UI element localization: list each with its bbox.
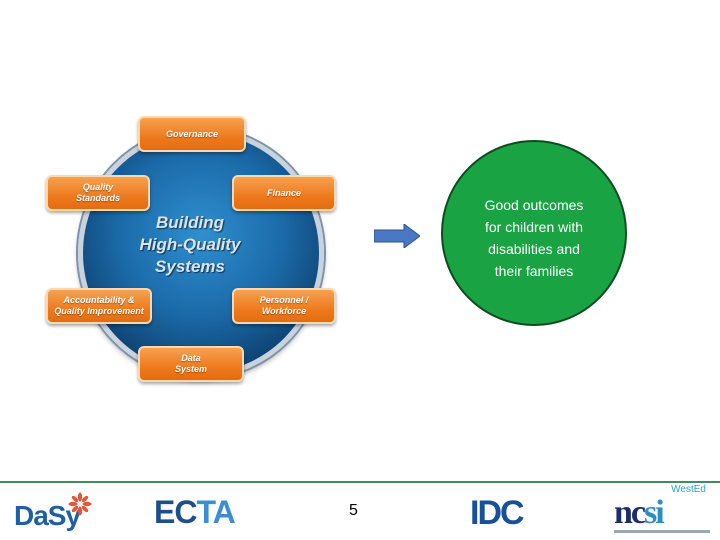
dasy-logo: DaSy xyxy=(14,492,94,536)
ncsi-logo-text-right: si xyxy=(644,494,665,531)
idc-logo: IDC xyxy=(470,494,544,532)
component-label: Data xyxy=(181,353,201,363)
component-personnel: Personnel / Workforce xyxy=(232,288,336,324)
outcome-line: disabilities and xyxy=(488,241,580,257)
ncsi-tagline-bar xyxy=(614,530,710,533)
right-arrow-icon xyxy=(374,224,420,248)
outcome-text: Good outcomes for children with disabili… xyxy=(461,194,607,282)
ecta-logo: ECTA xyxy=(154,494,244,530)
component-label: Finance xyxy=(266,187,301,198)
outcome-line: for children with xyxy=(484,219,584,235)
component-label: Workforce xyxy=(261,306,307,316)
component-accountability: Accountability & Quality Improvement xyxy=(46,288,152,324)
center-title-line: Systems xyxy=(155,257,225,276)
page-number: 5 xyxy=(349,502,358,519)
component-label: Governance xyxy=(165,128,219,139)
outcome-line: their families xyxy=(494,263,574,279)
component-finance: Finance xyxy=(232,175,336,211)
center-title: Building High-Quality Systems xyxy=(120,212,260,278)
ecta-logo-text: ECTA xyxy=(154,494,236,530)
ecta-logo-text-left: EC xyxy=(154,494,197,530)
outcome-line: Good outcomes xyxy=(484,197,584,213)
component-label: Quality Improvement xyxy=(54,306,144,316)
ncsi-logo-text: ncsi xyxy=(614,494,665,532)
center-title-line: High-Quality xyxy=(139,235,241,254)
component-quality-standards: Quality Standards xyxy=(46,175,150,211)
center-title-line: Building xyxy=(156,213,224,232)
component-data-system: Data System xyxy=(138,346,244,382)
component-label: Standards xyxy=(75,193,120,203)
component-label: Quality xyxy=(82,182,114,192)
component-label: System xyxy=(174,364,208,374)
component-label: Accountability & xyxy=(63,295,135,305)
wested-logo-text: WestEd xyxy=(671,484,706,495)
ncsi-logo: WestEd ncsi xyxy=(612,484,712,538)
component-governance: Governance xyxy=(138,116,246,152)
footer-divider xyxy=(0,481,720,483)
ecta-logo-text-right: TA xyxy=(196,494,235,530)
idc-logo-text: IDC xyxy=(470,494,525,532)
component-label: Personnel / xyxy=(259,295,309,305)
flower-icon xyxy=(68,492,92,516)
outcome-circle xyxy=(441,140,627,326)
ncsi-logo-text-left: nc xyxy=(614,494,646,531)
